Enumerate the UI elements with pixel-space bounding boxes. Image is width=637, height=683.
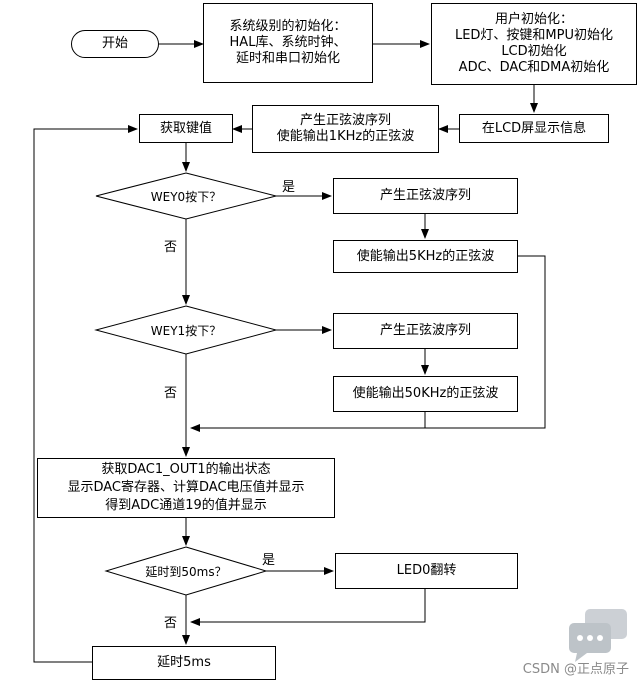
system-init-box: 系统级别的初始化： HAL库、系统时钟、 延时和串口初始化 bbox=[203, 3, 373, 83]
sine-50khz-box: 使能输出50KHz的正弦波 bbox=[333, 376, 518, 412]
key0-no-label: 否 bbox=[164, 240, 178, 255]
delay-yes-label: 是 bbox=[262, 553, 276, 568]
sine-5khz-box: 使能输出5KHz的正弦波 bbox=[333, 240, 518, 273]
sine-seq-1-box: 产生正弦波序列 bbox=[333, 178, 518, 214]
dac-status-box: 获取DAC1_OUT1的输出状态 显示DAC寄存器、计算DAC电压值并显示 得到… bbox=[37, 458, 335, 518]
delay-5ms-box: 延时5ms bbox=[92, 646, 276, 680]
delay-decision-label: 延时到50ms？ bbox=[145, 564, 227, 579]
key0-yes-label: 是 bbox=[282, 180, 296, 195]
lcd-display-box: 在LCD屏显示信息 bbox=[459, 114, 609, 143]
delay-no-label: 否 bbox=[164, 616, 178, 631]
edge-5k-merge bbox=[190, 255, 546, 432]
sine-seq-2-box: 产生正弦波序列 bbox=[333, 313, 518, 349]
led-toggle-box: LED0翻转 bbox=[335, 553, 518, 589]
edge-loop-back bbox=[33, 125, 138, 663]
start-terminal: 开始 bbox=[71, 30, 159, 58]
watermark-text: CSDN @正点原子 bbox=[522, 662, 629, 677]
chat-bubble-icon bbox=[569, 609, 627, 662]
key1-no-label: 否 bbox=[164, 386, 178, 401]
sine-1khz-box: 产生正弦波序列 使能输出1KHz的正弦波 bbox=[252, 105, 439, 153]
key1-decision-label: WEY1按下？ bbox=[150, 323, 222, 338]
watermark: CSDN @正点原子 bbox=[523, 658, 629, 677]
key0-decision-label: WEY0按下？ bbox=[150, 189, 222, 204]
edge-led-merge bbox=[190, 589, 426, 626]
get-key-box: 获取键值 bbox=[139, 114, 233, 143]
user-init-box: 用户初始化： LED灯、按键和MPU初始化 LCD初始化 ADC、DAC和DMA… bbox=[431, 3, 637, 85]
